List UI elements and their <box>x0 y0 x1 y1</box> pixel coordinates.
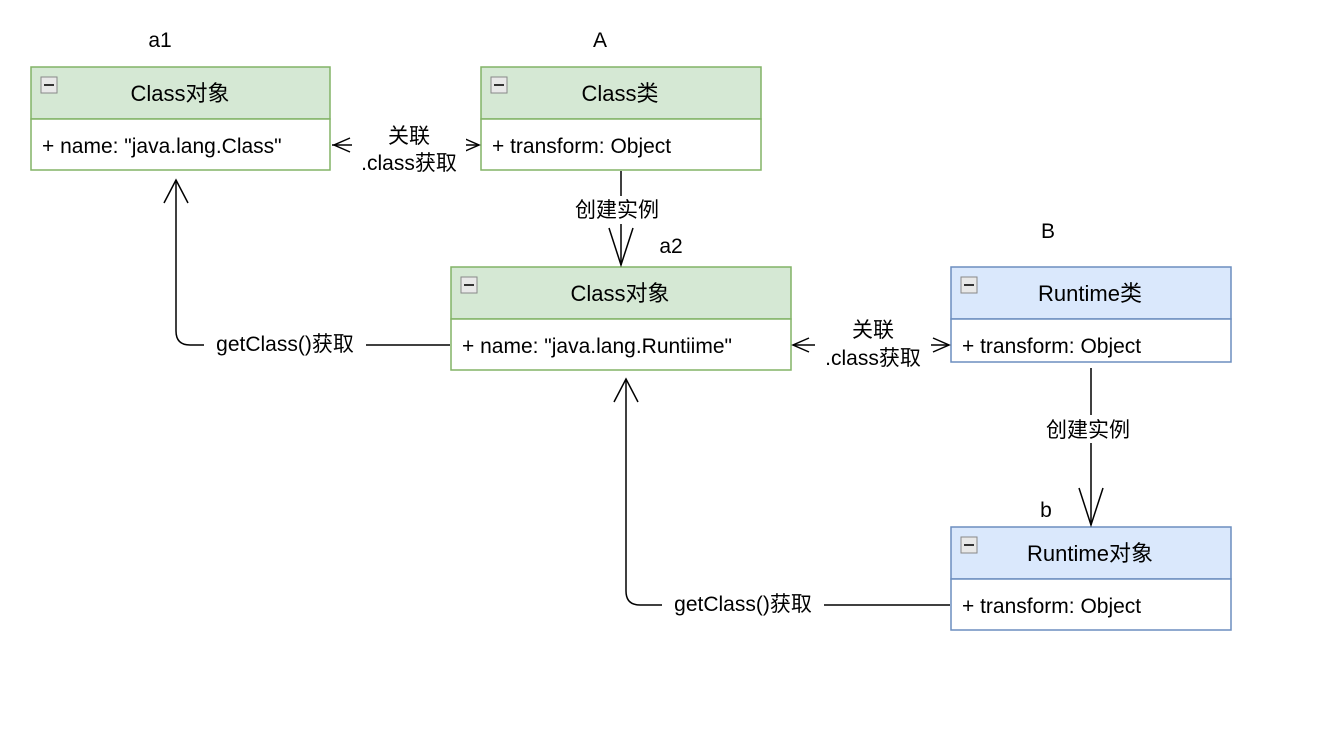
runtime-class-B-box[interactable]: Runtime类 + transform: Object <box>950 266 1232 363</box>
edge-label-line2: .class获取 <box>361 152 457 175</box>
class-object-a2-box[interactable]: Class对象 + name: "java.lang.Runtiime" <box>450 266 792 371</box>
collapse-icon[interactable] <box>460 276 478 294</box>
collapse-icon[interactable] <box>960 276 978 294</box>
edge-label-bg <box>204 330 366 358</box>
arrowhead-up <box>163 178 189 204</box>
box-body <box>30 118 331 171</box>
arrowhead-down <box>1078 487 1104 528</box>
box-header <box>950 266 1232 320</box>
box-title: Class对象 <box>570 281 669 306</box>
box-title: Class类 <box>581 81 658 106</box>
edge-label-bg <box>352 120 466 176</box>
collapse-icon[interactable] <box>960 536 978 554</box>
edge-label-bg <box>565 196 669 224</box>
class-class-A-box[interactable]: Class类 + transform: Object <box>480 66 762 171</box>
box-title: Class对象 <box>130 81 229 106</box>
edge-label-line1: 关联 <box>852 319 894 342</box>
arrowhead-up <box>613 377 639 403</box>
box-title: Runtime对象 <box>1027 541 1153 566</box>
collapse-icon[interactable] <box>490 76 508 94</box>
getclass-edge-a2-a1[interactable] <box>163 178 450 346</box>
arrowhead-right <box>932 337 951 353</box>
label-A: A <box>593 29 607 52</box>
box-header <box>450 266 792 320</box>
edge-label-bg <box>815 318 931 374</box>
edge-label-bg <box>662 590 824 618</box>
edge-label-line1: 关联 <box>388 125 430 148</box>
class-object-a1-box[interactable]: Class对象 + name: "java.lang.Class" <box>30 66 331 171</box>
arrowhead-left <box>332 137 351 153</box>
box-title: Runtime类 <box>1038 281 1142 306</box>
edge-line <box>625 379 950 606</box>
box-body <box>480 118 762 171</box>
box-header <box>950 526 1232 580</box>
box-attribute: + transform: Object <box>962 335 1141 358</box>
box-body <box>950 318 1232 363</box>
edge-label-line2: .class获取 <box>825 347 921 370</box>
edge-label: 创建实例 <box>1046 419 1130 442</box>
runtime-object-b-box[interactable]: Runtime对象 + transform: Object <box>950 526 1232 631</box>
box-header <box>480 66 762 120</box>
edge-label: getClass()获取 <box>216 333 354 356</box>
create-instance-edge-B[interactable] <box>1078 368 1104 528</box>
getclass-edge-b-a2[interactable] <box>613 377 950 606</box>
box-header <box>30 66 331 120</box>
box-body <box>450 318 792 371</box>
box-body <box>950 578 1232 631</box>
collapse-icon[interactable] <box>40 76 58 94</box>
edge-label: getClass()获取 <box>674 593 812 616</box>
box-attribute: + transform: Object <box>492 135 671 158</box>
arrowhead-down <box>608 227 634 268</box>
label-a1: a1 <box>148 29 171 52</box>
edge-label: 创建实例 <box>575 199 659 222</box>
arrowhead-left <box>791 337 810 353</box>
edge-label-bg <box>1036 415 1142 443</box>
box-attribute: + name: "java.lang.Runtiime" <box>462 335 732 358</box>
box-attribute: + name: "java.lang.Class" <box>42 135 282 158</box>
arrowhead-right <box>462 137 481 153</box>
label-a2: a2 <box>659 235 682 258</box>
box-attribute: + transform: Object <box>962 595 1141 618</box>
edge-line <box>175 180 450 346</box>
label-B: B <box>1041 220 1055 243</box>
label-b: b <box>1040 499 1052 522</box>
